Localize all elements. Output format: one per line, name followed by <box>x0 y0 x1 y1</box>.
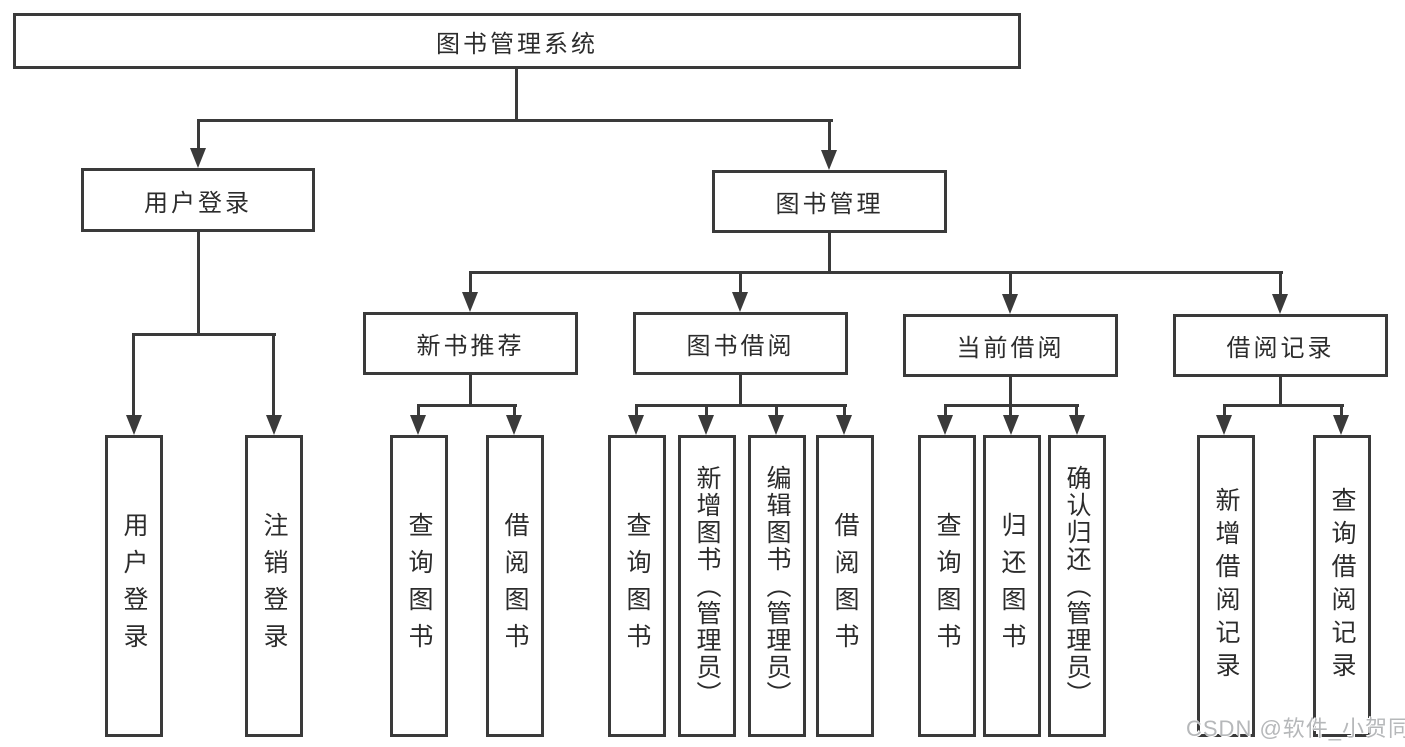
node-book-management-label: 图书管理 <box>775 191 884 218</box>
connector-rail <box>417 404 517 407</box>
leaf-label: 归还图书 <box>998 512 1026 660</box>
arrowhead-down-icon <box>698 415 714 435</box>
connector-trunk <box>1279 376 1282 407</box>
leaf-logout: 注销登录 <box>245 435 303 737</box>
leaf-label: 新增借阅记录 <box>1212 487 1240 685</box>
connector-stub <box>132 333 135 417</box>
leaf-label: 查询图书 <box>405 512 433 660</box>
leaf-confirm-return-admin: 确认归还（管理员） <box>1048 435 1106 737</box>
arrowhead-down-icon <box>410 415 426 435</box>
connector-user-trunk <box>197 231 200 335</box>
node-user-login: 用户登录 <box>81 168 315 232</box>
connector-stub <box>1009 404 1012 417</box>
leaf-add-books-admin: 新增图书（管理员） <box>678 435 736 737</box>
leaf-label: 借阅图书 <box>831 512 859 660</box>
connector-stub <box>1009 271 1012 294</box>
leaf-user-login: 用户登录 <box>105 435 163 737</box>
connector-stub <box>635 404 638 417</box>
leaf-label: 注销登录 <box>260 512 288 660</box>
connector-stub <box>705 404 708 417</box>
arrowhead-down-icon <box>462 292 478 312</box>
arrowhead-down-icon <box>266 415 282 435</box>
leaf-borrow-books-recommend: 借阅图书 <box>486 435 544 737</box>
arrowhead-down-icon <box>836 415 852 435</box>
leaf-label: 查询借阅记录 <box>1328 487 1356 685</box>
node-root-label: 图书管理系统 <box>436 30 598 58</box>
leaf-label: 用户登录 <box>120 512 148 660</box>
node-new-book-recommend: 新书推荐 <box>363 312 578 375</box>
connector-stub <box>417 404 420 417</box>
connector-root-rail <box>197 119 833 122</box>
node-book-borrow-label: 图书借阅 <box>686 333 795 360</box>
connector-stub <box>739 271 742 294</box>
leaf-query-books-current: 查询图书 <box>918 435 976 737</box>
arrowhead-down-icon <box>1216 415 1232 435</box>
leaf-query-books-borrow: 查询图书 <box>608 435 666 737</box>
leaf-label: 查询图书 <box>623 512 651 660</box>
leaf-query-borrow-record: 查询借阅记录 <box>1313 435 1371 737</box>
leaf-add-borrow-record: 新增借阅记录 <box>1197 435 1255 737</box>
connector-stub <box>843 404 846 417</box>
node-borrow-records: 借阅记录 <box>1173 314 1388 377</box>
connector-root-trunk <box>515 67 518 121</box>
arrowhead-down-icon <box>1003 415 1019 435</box>
arrowhead-down-icon <box>126 415 142 435</box>
leaf-borrow-books-borrow: 借阅图书 <box>816 435 874 737</box>
connector-stub <box>469 271 472 294</box>
connector-stub <box>1279 271 1282 294</box>
leaf-label: 查询图书 <box>933 512 961 660</box>
node-book-borrow: 图书借阅 <box>633 312 848 375</box>
arrowhead-down-icon <box>506 415 522 435</box>
connector-stub <box>1340 404 1343 417</box>
arrowhead-down-icon <box>1272 294 1288 314</box>
arrowhead-down-icon <box>821 150 837 170</box>
connector-stub <box>1223 404 1226 417</box>
connector-trunk <box>469 374 472 407</box>
leaf-query-books-recommend: 查询图书 <box>390 435 448 737</box>
arrowhead-down-icon <box>1333 415 1349 435</box>
connector-stub <box>828 119 831 154</box>
node-current-borrow-label: 当前借阅 <box>956 335 1065 362</box>
arrowhead-down-icon <box>1069 415 1085 435</box>
connector-stub <box>775 404 778 417</box>
leaf-edit-books-admin: 编辑图书（管理员） <box>748 435 806 737</box>
leaf-label: 编辑图书（管理员） <box>763 464 791 708</box>
connector-stub <box>197 119 200 152</box>
connector-user-rail <box>132 333 276 336</box>
watermark: CSDN @软件_小贺同学 <box>1186 716 1405 741</box>
arrowhead-down-icon <box>1002 294 1018 314</box>
connector-rail <box>635 404 847 407</box>
leaf-label: 确认归还（管理员） <box>1063 464 1091 708</box>
node-user-login-label: 用户登录 <box>144 189 252 217</box>
arrowhead-down-icon <box>190 148 206 168</box>
leaf-label: 借阅图书 <box>501 512 529 660</box>
connector-stub <box>944 404 947 417</box>
leaf-label: 新增图书（管理员） <box>693 464 721 708</box>
node-current-borrow: 当前借阅 <box>903 314 1118 377</box>
connector-stub <box>1075 404 1078 417</box>
leaf-return-books: 归还图书 <box>983 435 1041 737</box>
arrowhead-down-icon <box>628 415 644 435</box>
connector-stub <box>513 404 516 417</box>
node-book-management: 图书管理 <box>712 170 947 233</box>
connector-mgmt-rail <box>469 271 1283 274</box>
node-borrow-records-label: 借阅记录 <box>1226 335 1335 362</box>
arrowhead-down-icon <box>732 292 748 312</box>
node-new-book-recommend-label: 新书推荐 <box>416 333 525 360</box>
connector-mgmt-trunk <box>828 232 831 273</box>
connector-stub <box>272 333 275 417</box>
connector-rail <box>1223 404 1344 407</box>
arrowhead-down-icon <box>768 415 784 435</box>
node-root: 图书管理系统 <box>13 13 1021 69</box>
connector-trunk <box>1009 376 1012 407</box>
connector-trunk <box>739 374 742 407</box>
arrowhead-down-icon <box>937 415 953 435</box>
